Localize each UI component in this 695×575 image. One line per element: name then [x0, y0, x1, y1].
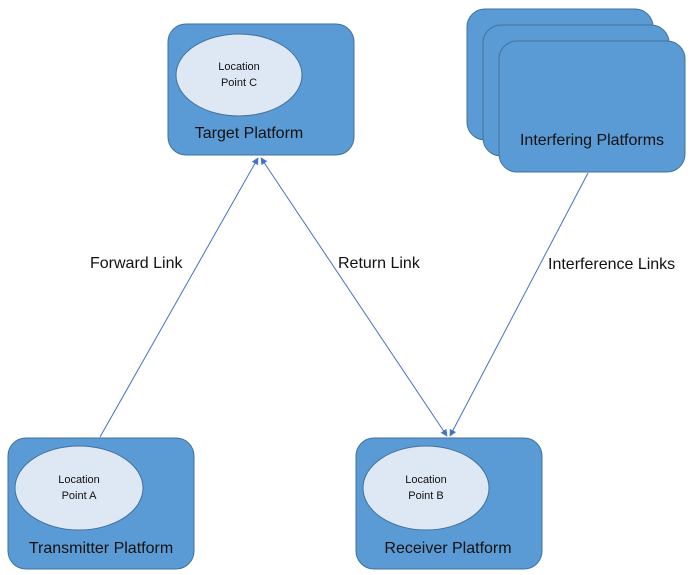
- transmitter-platform: Location Point A Transmitter Platform: [7, 437, 195, 570]
- location-point-c-line1: Location: [218, 61, 260, 73]
- location-point-c-ellipse: [175, 33, 303, 117]
- target-platform-label: Target Platform: [195, 125, 303, 142]
- return-link-line: [260, 157, 448, 437]
- transmitter-platform-label: Transmitter Platform: [29, 540, 173, 557]
- forward-link-line: [99, 157, 259, 438]
- links-layer: [99, 157, 589, 438]
- interfering-platform-front: [498, 40, 686, 173]
- location-point-a-line1: Location: [58, 474, 100, 486]
- interfering-platforms-label: Interfering Platforms: [520, 132, 664, 149]
- location-point-c-line2: Point C: [221, 77, 257, 89]
- location-point-a-line2: Point A: [62, 490, 98, 502]
- location-point-a-ellipse: [14, 445, 144, 531]
- receiver-platform-label: Receiver Platform: [384, 540, 511, 557]
- interference-link-label: Interference Links: [548, 256, 675, 273]
- target-platform: Location Point C Target Platform: [167, 23, 355, 156]
- interference-link-line: [449, 172, 589, 437]
- location-point-b-line2: Point B: [408, 490, 443, 502]
- interfering-platforms: Interfering Platforms: [466, 8, 686, 173]
- return-link-label: Return Link: [338, 255, 421, 272]
- receiver-platform: Location Point B Receiver Platform: [355, 437, 543, 570]
- location-point-b-ellipse: [362, 445, 490, 531]
- location-point-b-line1: Location: [405, 474, 447, 486]
- forward-link-label: Forward Link: [90, 255, 183, 272]
